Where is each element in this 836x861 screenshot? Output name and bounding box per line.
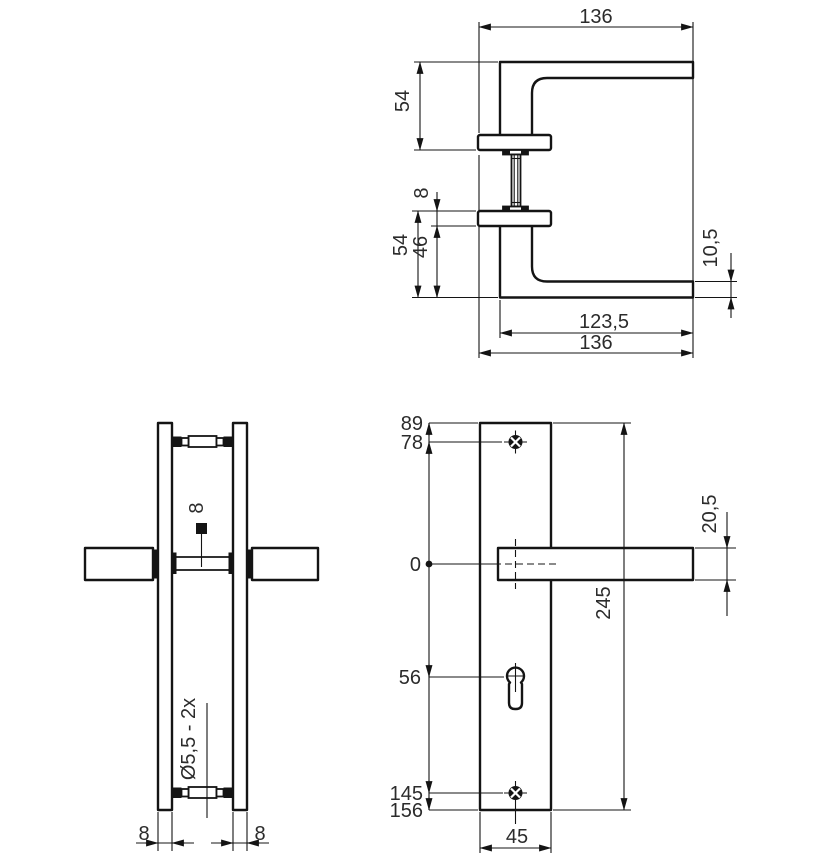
- spindle-flange-bottom-end: [521, 206, 528, 211]
- bolt-nut: [172, 787, 182, 798]
- keyhole: [505, 663, 526, 711]
- spindle-flange-bottom-end: [503, 206, 510, 211]
- screw-slot: [510, 787, 521, 799]
- bolt-nut: [172, 436, 182, 447]
- bolt-nut: [223, 436, 233, 447]
- handle-grip-right: [250, 546, 320, 582]
- dim-label-plate-thickness-right: 8: [254, 823, 265, 845]
- backplate-front-view: 20,5 245 45 89 78 0 56 145 156: [390, 413, 736, 853]
- spindle-shaft: [510, 153, 522, 208]
- dim-label-length-bottom: 136: [579, 332, 612, 354]
- bolt-shaft: [187, 435, 218, 448]
- dim-label-handle-bar-height: 20,5: [699, 495, 721, 534]
- dim-label-handle-centre: 0: [410, 554, 421, 576]
- dim-label-plate-height: 245: [593, 586, 615, 619]
- screw-slot: [510, 436, 521, 448]
- datum-dot: [425, 560, 433, 568]
- dim-label-plate-bottom: 156: [390, 800, 423, 822]
- connecting-bolt-bottom: [172, 786, 233, 799]
- dim-label-length-top: 136: [579, 6, 612, 28]
- spindle-flange-top-end: [503, 150, 510, 155]
- spindle-assembly: [502, 149, 529, 212]
- handle-side-view: 136 54 8 54 46 10,5 123,5 136: [390, 6, 737, 358]
- dim-label-top-screw: 78: [401, 432, 423, 454]
- backplate-edge-left: [156, 421, 174, 812]
- connecting-bolt-top: [172, 435, 233, 448]
- bolt-step: [215, 437, 225, 447]
- lever-handle-outline-lower: [498, 226, 695, 299]
- spindle-flange-top-end: [521, 150, 528, 155]
- dim-label-bottom-screw: 145: [390, 783, 423, 805]
- handle-neck-flange-left: [152, 549, 158, 579]
- bolt-step: [215, 788, 225, 798]
- screw-bottom-icon: [504, 781, 527, 824]
- dim-label-keyhole: 56: [399, 667, 421, 689]
- lever-handle-outline-upper: [498, 60, 695, 135]
- handle-neck-flange-right: [247, 549, 253, 579]
- bolt-step: [180, 437, 190, 447]
- rosette-edge-upper: [476, 133, 553, 152]
- bolt-nut: [223, 787, 233, 798]
- plates-edge-view: 8 Ø5,5 - 2x 8 8: [83, 421, 320, 851]
- dim-label-plate-thickness-left: 8: [138, 823, 149, 845]
- dim-label-height-top: 54: [392, 90, 414, 112]
- rosette-edge-lower: [476, 209, 553, 228]
- dim-label-height-bottom: 54: [390, 234, 412, 256]
- spindle-end-flange: [228, 552, 233, 574]
- dim-label-rosette-thickness: 8: [411, 187, 433, 198]
- spindle-end-flange: [172, 552, 177, 574]
- backplate-front: [478, 421, 553, 812]
- dim-label-plate-top: 89: [401, 413, 423, 435]
- dim-label-height-inner: 46: [410, 236, 432, 258]
- dim-label-plate-width: 45: [506, 826, 528, 848]
- square-spindle-symbol: [196, 523, 207, 534]
- dim-label-spindle-square: 8: [186, 502, 208, 513]
- dim-label-grip-thickness: 10,5: [700, 229, 722, 268]
- spindle-through-door: [172, 552, 233, 574]
- dim-label-grip-length: 123,5: [579, 311, 629, 333]
- dim-label-screw-hole: Ø5,5 - 2x: [178, 698, 200, 780]
- backplate-edge-right: [231, 421, 249, 812]
- handle-grip-left: [83, 546, 155, 582]
- bolt-shaft: [187, 786, 218, 799]
- bolt-step: [180, 788, 190, 798]
- screw-top-icon: [504, 430, 527, 454]
